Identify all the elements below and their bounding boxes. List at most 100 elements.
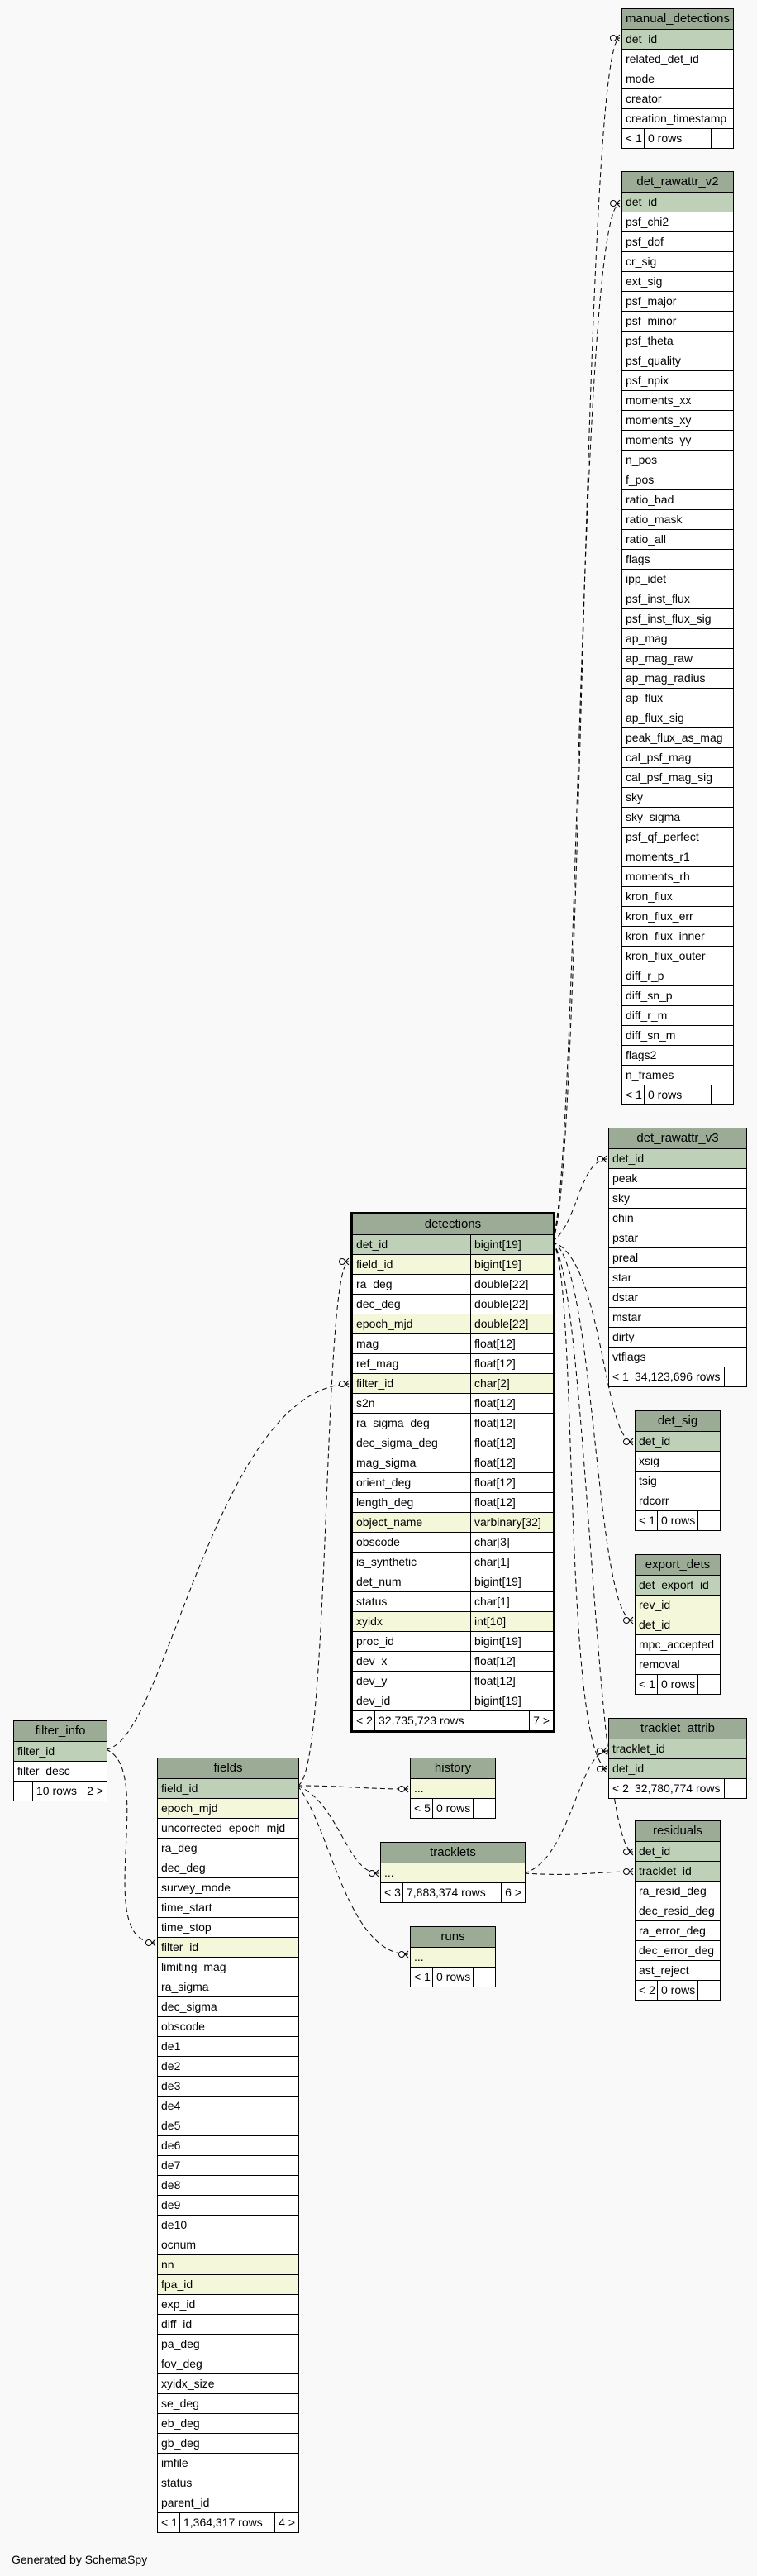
column-row: sky	[622, 788, 733, 808]
column-name: diff_sn_p	[626, 989, 673, 1002]
parents-count[interactable]: < 1	[636, 1511, 658, 1530]
children-count[interactable]	[473, 1968, 495, 1987]
parents-count[interactable]: < 1	[609, 1367, 631, 1386]
column-row: sky	[609, 1189, 746, 1209]
column-name: ra_sigma	[161, 1980, 209, 1993]
column-row: moments_yy	[622, 431, 733, 451]
column-name: moments_xy	[626, 413, 692, 427]
column-name: eb_deg	[161, 2416, 200, 2430]
parents-count[interactable]: < 5	[411, 1799, 433, 1818]
children-count[interactable]	[697, 1511, 720, 1530]
row-count: 0 rows	[661, 1514, 696, 1527]
parents-count[interactable]: < 2	[609, 1779, 631, 1798]
column-type: float[12]	[470, 1453, 553, 1472]
children-count[interactable]	[697, 1981, 720, 2000]
column-name: dstar	[612, 1290, 639, 1304]
children-count[interactable]	[473, 1799, 495, 1818]
column-row: creator	[622, 89, 733, 109]
children-count[interactable]	[711, 129, 733, 148]
column-name: diff_r_p	[626, 969, 664, 982]
column-name: ap_mag_raw	[626, 651, 693, 665]
parents-count[interactable]: < 1	[636, 1675, 658, 1694]
column-row: moments_rh	[622, 867, 733, 887]
column-row: preal	[609, 1248, 746, 1268]
children-count[interactable]: 4 >	[274, 2513, 298, 2532]
column-name: ap_mag_radius	[626, 671, 706, 685]
crows-foot-marker	[616, 34, 621, 42]
column-name: xyidx_size	[161, 2377, 215, 2390]
column-name: kron_flux_err	[626, 909, 693, 923]
relationship-edge	[551, 1241, 607, 1770]
relationship-edge	[297, 1785, 409, 1790]
parents-count[interactable]: < 1	[622, 129, 645, 148]
column-name: limiting_mag	[161, 1960, 226, 1973]
parents-count[interactable]: < 1	[622, 1085, 645, 1104]
crows-foot-marker	[629, 1868, 634, 1876]
column-type: bigint[19]	[470, 1235, 553, 1254]
parents-count[interactable]: < 3	[381, 1883, 403, 1902]
column-name: moments_rh	[626, 870, 690, 883]
table-title: det_rawattr_v2	[622, 172, 733, 193]
children-count[interactable]	[711, 1085, 733, 1104]
crows-foot-marker	[629, 1438, 634, 1446]
children-count[interactable]	[697, 1675, 720, 1694]
column-name: ra_deg	[161, 1841, 198, 1854]
relationship-edge	[105, 1383, 350, 1750]
row-count: 0 rows	[648, 1088, 683, 1101]
column-name: psf_quality	[626, 354, 681, 367]
column-name: diff_id	[161, 2317, 193, 2330]
column-row: status	[158, 2473, 298, 2493]
column-type: float[12]	[470, 1473, 553, 1492]
children-count[interactable]	[724, 1367, 746, 1386]
parents-count[interactable]: < 1	[158, 2513, 180, 2532]
column-name: dev_x	[356, 1654, 388, 1667]
optional-marker	[610, 35, 617, 41]
children-count[interactable]: 7 >	[529, 1711, 553, 1730]
column-name: psf_inst_flux_sig	[626, 612, 712, 625]
column-type: float[12]	[470, 1433, 553, 1453]
column-row: exp_id	[158, 2295, 298, 2315]
parents-count[interactable]	[14, 1782, 33, 1801]
column-row: parent_id	[158, 2493, 298, 2513]
column-type: bigint[19]	[470, 1632, 553, 1651]
crows-foot-marker	[602, 1747, 607, 1755]
parents-count[interactable]: < 2	[636, 1981, 658, 2000]
column-name: obscode	[161, 2020, 205, 2033]
column-name: de10	[161, 2218, 188, 2231]
column-name: related_det_id	[626, 52, 699, 65]
children-count[interactable]: 6 >	[501, 1883, 525, 1902]
row-count: 7,883,374 rows	[407, 1886, 486, 1899]
column-name: de9	[161, 2198, 181, 2211]
column-row: diff_r_m	[622, 1006, 733, 1026]
relationship-edge	[551, 203, 621, 1243]
column-name: flags2	[626, 1048, 657, 1061]
children-count[interactable]	[724, 1779, 746, 1798]
column-row: psf_dof	[622, 232, 733, 252]
column-row: fov_deg	[158, 2354, 298, 2374]
column-name: psf_npix	[626, 374, 669, 387]
column-type: bigint[19]	[470, 1572, 553, 1591]
parents-count[interactable]: < 2	[353, 1711, 375, 1730]
column-name: epoch_mjd	[356, 1317, 413, 1330]
parents-count[interactable]: < 1	[411, 1968, 433, 1987]
children-count[interactable]: 2 >	[83, 1782, 107, 1801]
column-row: ap_mag_radius	[622, 669, 733, 689]
